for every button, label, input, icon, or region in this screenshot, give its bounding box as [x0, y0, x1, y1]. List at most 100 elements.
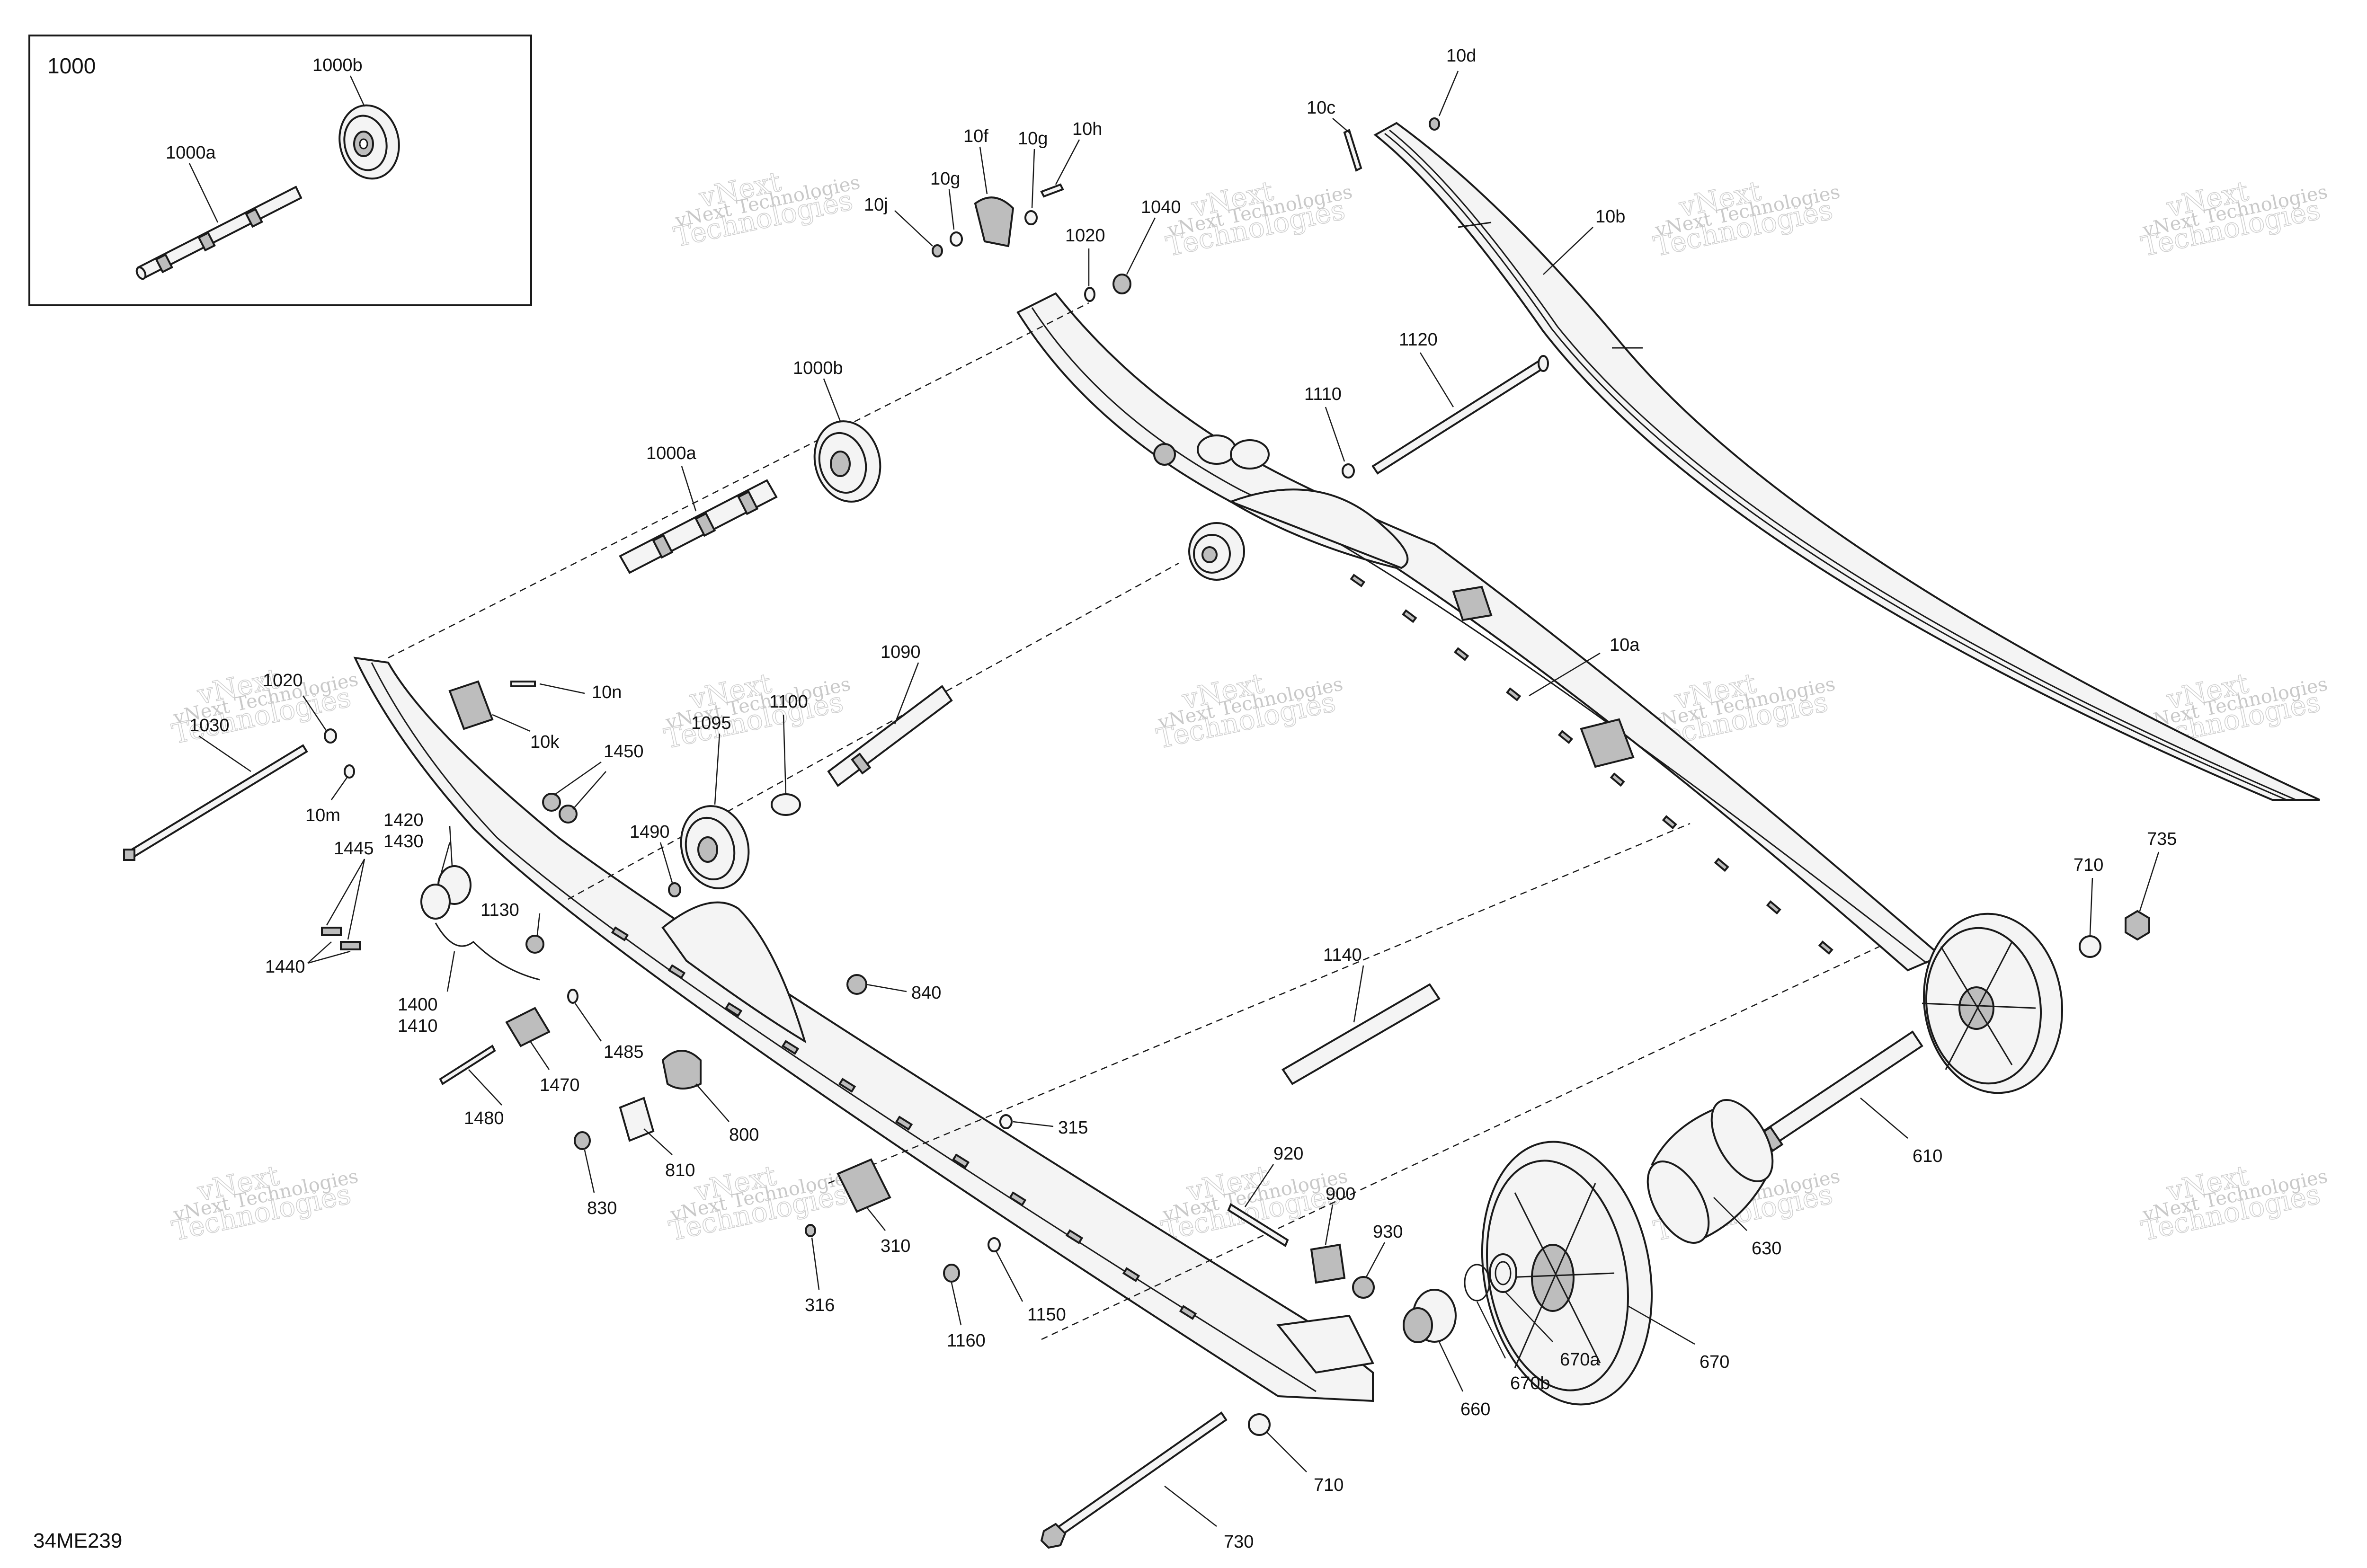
small-parts [321, 117, 2150, 1436]
inset-title: 1000 [47, 53, 96, 78]
callout-1160: 1160 [947, 1331, 986, 1351]
callout-1040: 1040 [1141, 197, 1181, 217]
callout-670b: 670b [1510, 1373, 1550, 1393]
part-10h [1040, 183, 1064, 198]
assembly-axes [388, 302, 1880, 1340]
callout-630: 630 [1752, 1239, 1781, 1258]
callout-316: 316 [805, 1295, 835, 1315]
drum-630 [1646, 1099, 1774, 1244]
part-1485 [567, 989, 578, 1004]
callout-10b: 10b [1595, 207, 1625, 227]
part-1100 [771, 793, 801, 816]
callout-1150: 1150 [1027, 1305, 1066, 1325]
shaft-1000a [619, 479, 778, 574]
callout-930: 930 [1373, 1222, 1403, 1242]
part-10c [1343, 129, 1362, 172]
callout-840: 840 [911, 983, 941, 1003]
rail-10a-block [1580, 718, 1635, 768]
callout-1490: 1490 [630, 822, 670, 842]
part-1450-a [542, 793, 561, 812]
callout-1445: 1445 [334, 839, 374, 859]
part-1470 [505, 1007, 551, 1047]
part-900 [1310, 1243, 1346, 1284]
callout-710: 710 [1314, 1475, 1344, 1495]
part-10k [448, 680, 494, 730]
callout-1410: 1410 [398, 1016, 438, 1036]
callout-1485: 1485 [604, 1042, 644, 1062]
callout-1130: 1130 [481, 900, 519, 920]
part-710-top [2079, 935, 2101, 958]
part-1110 [1342, 463, 1355, 478]
callout-1020-top: 1020 [1065, 226, 1105, 246]
watermark: vNext Technologies vNext Technologies [666, 1159, 857, 1247]
shaft-610 [1755, 1030, 1923, 1152]
watermark: vNext Technologies vNext Technologies [1651, 174, 1842, 263]
callout-1000b: 1000b [312, 55, 363, 75]
shaft-1090 [827, 685, 953, 787]
callout-10d: 10d [1446, 46, 1476, 66]
part-10j [932, 244, 943, 257]
shaft-730 [1040, 1411, 1228, 1549]
callout-900: 900 [1326, 1184, 1355, 1204]
part-316 [805, 1224, 816, 1237]
callout-1430: 1430 [383, 832, 424, 851]
callout-735: 735 [2147, 829, 2177, 849]
callout-10k: 10k [530, 732, 560, 752]
inset-1000: 1000 1000a 1000b [28, 35, 532, 306]
inset-shaft-1000a [135, 186, 303, 280]
rail-10a [1016, 292, 1943, 972]
wheel-1095 [680, 805, 750, 889]
sprocket-wheel-right [1922, 912, 2064, 1094]
callout-1030: 1030 [189, 716, 230, 735]
ring-670b [1464, 1264, 1490, 1302]
shaft-1120 [1371, 355, 1549, 475]
bolt-1480 [439, 1045, 496, 1085]
spring-10a [1153, 434, 1270, 470]
part-10g [950, 231, 963, 247]
callout-610: 610 [1913, 1146, 1942, 1166]
callout-1095: 1095 [691, 713, 731, 733]
callout-10j: 10j [864, 195, 888, 215]
part-710 [1248, 1413, 1271, 1436]
part-840 [846, 974, 867, 995]
part-830 [574, 1131, 591, 1150]
callout-10f: 10f [963, 126, 988, 146]
callout-1450: 1450 [604, 742, 644, 762]
part-1445-b [340, 941, 361, 950]
callout-10c: 10c [1307, 98, 1335, 118]
watermark: vNext Technologies vNext Technologies [169, 1159, 360, 1247]
callout-1480: 1480 [464, 1108, 504, 1128]
callout-1120: 1120 [1399, 330, 1438, 350]
part-310 [836, 1158, 891, 1213]
inset-frame [28, 35, 532, 306]
callout-1000b: 1000b [793, 358, 843, 378]
callout-830: 830 [587, 1198, 617, 1218]
wheel-rail-10a [1188, 522, 1245, 581]
part-10f [974, 196, 1014, 248]
part-1020-top [1084, 287, 1095, 302]
callout-660: 660 [1460, 1400, 1490, 1419]
callout-670a: 670a [1560, 1350, 1600, 1370]
part-1450-b [559, 805, 578, 824]
leader-lines [198, 71, 2160, 1527]
callout-1090: 1090 [881, 642, 921, 662]
part-1490 [668, 882, 681, 897]
part-810 [619, 1097, 655, 1142]
callout-1100: 1100 [769, 692, 808, 712]
callout-labels: 10d 10c 10b 10f 10g 10h 10g 10j 1040 102… [189, 46, 2177, 1552]
part-10m [344, 764, 355, 779]
callout-310: 310 [881, 1236, 910, 1256]
callout-920: 920 [1273, 1144, 1303, 1164]
callout-1140: 1140 [1323, 945, 1362, 965]
watermark: vNext Technologies vNext Technologies [1154, 666, 1345, 755]
part-1430 [420, 884, 451, 920]
callout-10n: 10n [592, 682, 622, 702]
part-735 [2125, 910, 2150, 941]
watermark: vNext Technologies vNext Technologies [661, 666, 853, 755]
sprocket-wheel-670 [1481, 1141, 1653, 1406]
shaft-1030 [123, 744, 308, 861]
part-10d [1429, 117, 1440, 131]
ring-670a [1489, 1253, 1517, 1293]
